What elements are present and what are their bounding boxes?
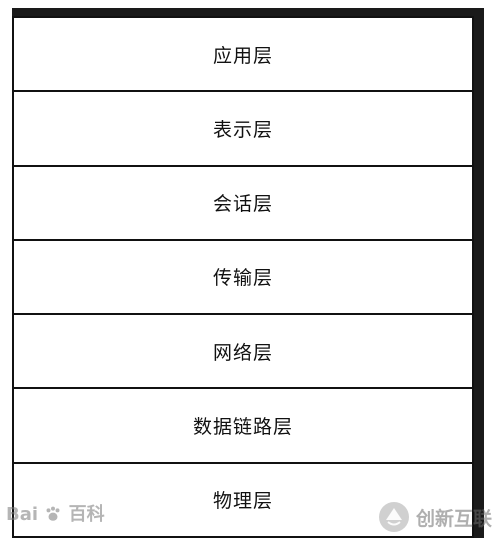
brand-watermark-text: 创新互联 (415, 507, 492, 530)
brand-logo-icon (378, 502, 409, 532)
layer-label: 网络层 (212, 341, 273, 364)
layer-session: 会话层 (14, 167, 472, 241)
layer-presentation: 表示层 (14, 92, 472, 167)
layer-physical: 物理层 (14, 464, 472, 536)
baidu-watermark: Bai 百科 (6, 500, 105, 526)
layer-stack: 应用层 表示层 会话层 传输层 网络层 数据链路层 物理层 (12, 16, 474, 538)
brand-watermark: 创新互联 (377, 500, 492, 534)
baidu-paw-icon (46, 506, 60, 521)
layer-label: 传输层 (212, 267, 273, 290)
layer-network: 网络层 (14, 315, 472, 390)
layer-transport: 传输层 (14, 241, 472, 316)
layer-label: 应用层 (212, 44, 273, 67)
layer-data-link: 数据链路层 (14, 389, 472, 464)
baidu-watermark-text: Bai (6, 504, 39, 525)
baidu-watermark-suffix: 百科 (68, 504, 105, 525)
layer-application: 应用层 (14, 18, 472, 93)
layer-label: 会话层 (212, 193, 273, 216)
layer-label: 数据链路层 (192, 416, 293, 439)
osi-model-diagram: 应用层 表示层 会话层 传输层 网络层 数据链路层 物理层 (12, 8, 484, 538)
layer-label: 表示层 (212, 118, 273, 141)
stack-3d-top (12, 8, 482, 16)
layer-label: 物理层 (212, 490, 273, 513)
